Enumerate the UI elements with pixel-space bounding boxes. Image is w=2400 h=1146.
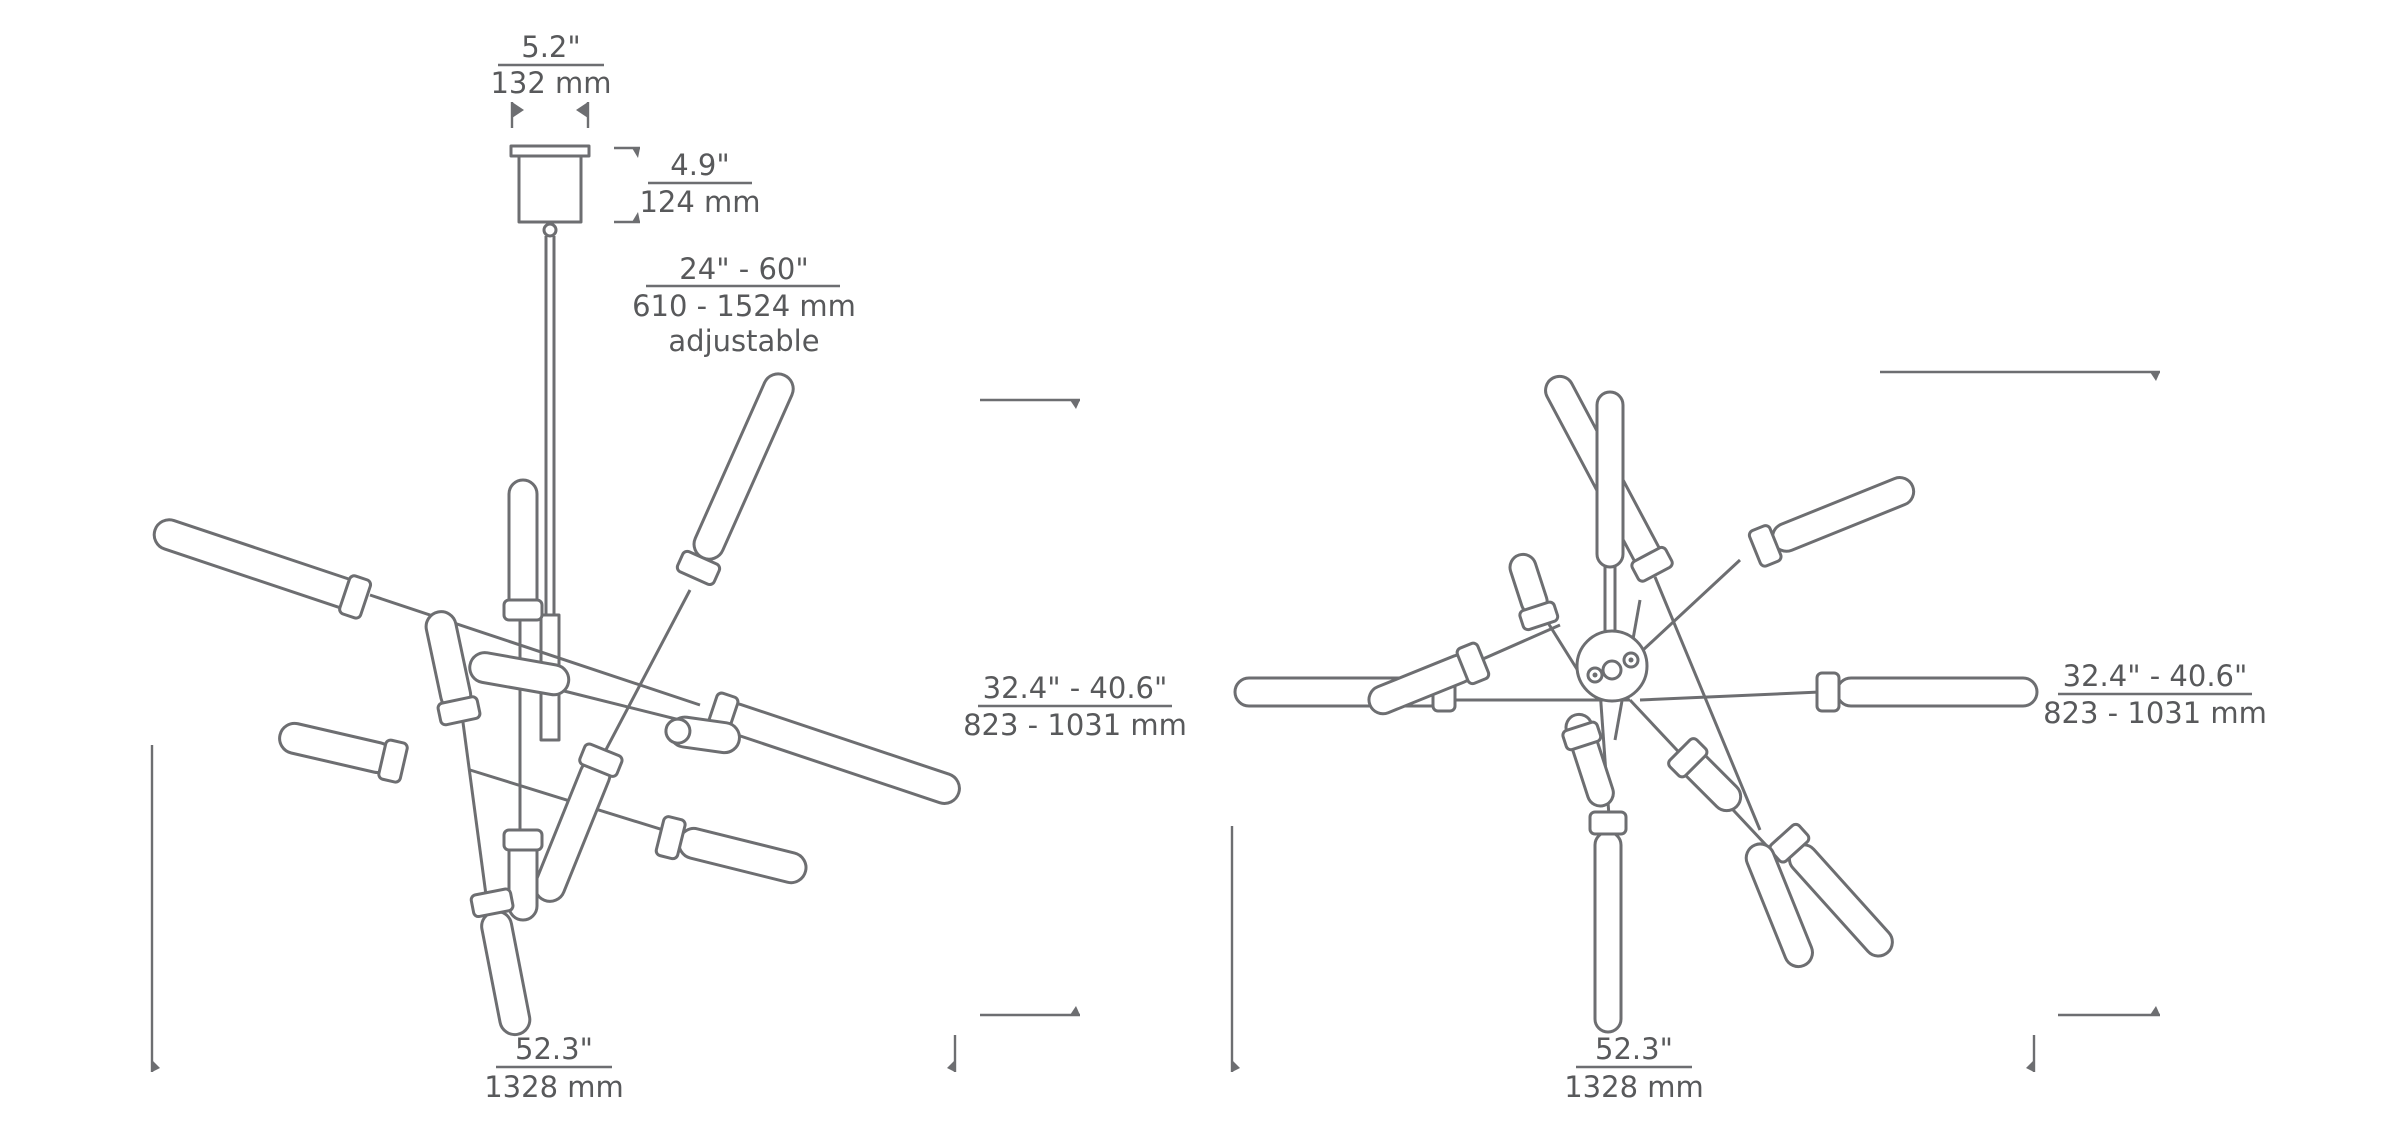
side-width-metric: 1328 mm (484, 1070, 624, 1104)
light-tube (1815, 671, 2039, 713)
top-height-metric: 823 - 1031 mm (2043, 696, 2267, 730)
light-tube (502, 828, 544, 922)
light-tube (675, 372, 795, 587)
light-tube (502, 478, 544, 622)
stem-length-imperial: 24" - 60" (679, 252, 808, 286)
light-tube (469, 887, 532, 1037)
top-height-imperial: 32.4" - 40.6" (2063, 659, 2248, 693)
top-width-dimension: 52.3" 1328 mm (1230, 826, 2036, 1104)
light-tube (424, 610, 482, 727)
light-tube (533, 742, 624, 903)
canopy-width-metric: 132 mm (490, 66, 611, 100)
light-tube (705, 691, 961, 805)
canopy-height-dimension: 4.9" 124 mm (614, 146, 761, 224)
top-width-metric: 1328 mm (1564, 1070, 1704, 1104)
canopy-width-dimension: 5.2" 132 mm (490, 30, 612, 128)
light-tube (1667, 737, 1743, 813)
light-tube (654, 815, 808, 885)
light-tube (1747, 476, 1916, 568)
stem-length-dimension: 24" - 60" 610 - 1524 mm adjustable (632, 252, 856, 358)
light-tube (152, 518, 373, 620)
side-width-dimension: 52.3" 1328 mm (150, 745, 957, 1104)
hub (1575, 629, 1649, 703)
stem-adjustable-note: adjustable (668, 324, 819, 358)
canopy-height-metric: 124 mm (639, 185, 760, 219)
top-height-dimension: 32.4" - 40.6" 823 - 1031 mm (1880, 370, 2267, 1017)
side-height-dimension: 32.4" - 40.6" 823 - 1031 mm (963, 398, 1187, 1017)
light-tube (1367, 641, 1491, 716)
side-height-metric: 823 - 1031 mm (963, 708, 1187, 742)
top-view: 32.4" - 40.6" 823 - 1031 mm 52.3" 1328 m… (1230, 370, 2267, 1104)
light-tube (1595, 390, 1625, 569)
light-tube (664, 715, 741, 755)
light-tube (1561, 712, 1615, 808)
side-width-imperial: 52.3" (515, 1032, 593, 1066)
side-view: 5.2" 132 mm 4.9" 124 mm 24" - 60" (150, 30, 1187, 1104)
light-tube (1588, 810, 1628, 1034)
side-fixture (152, 372, 961, 1037)
side-height-imperial: 32.4" - 40.6" (983, 671, 1168, 705)
stem-length-metric: 610 - 1524 mm (632, 289, 856, 323)
light-tube (1768, 822, 1894, 958)
light-tube (278, 721, 409, 784)
top-width-imperial: 52.3" (1595, 1032, 1673, 1066)
light-tube (1508, 552, 1560, 632)
canopy (509, 144, 591, 238)
light-tube (1744, 842, 1814, 969)
canopy-width-imperial: 5.2" (521, 30, 580, 64)
canopy-height-imperial: 4.9" (670, 148, 729, 182)
top-fixture (1233, 374, 2039, 1034)
light-tube (468, 651, 571, 697)
